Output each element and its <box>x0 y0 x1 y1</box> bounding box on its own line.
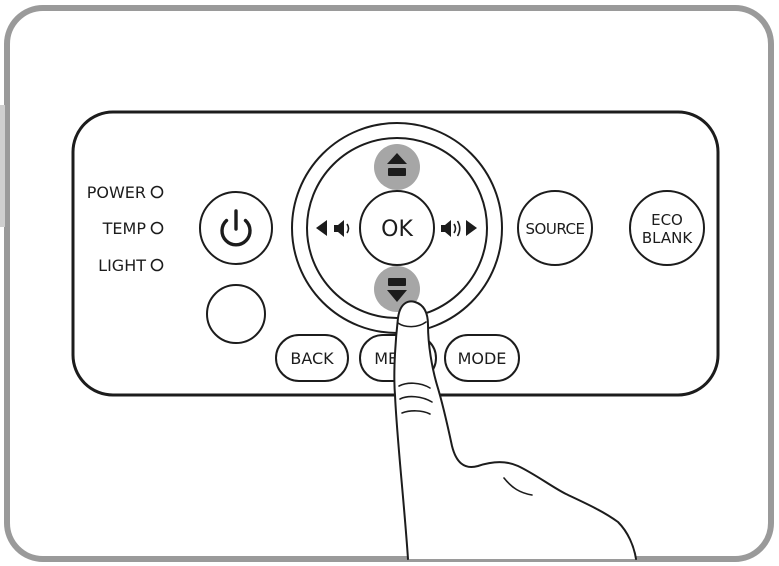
down-bar-icon <box>388 278 406 286</box>
temp-led-icon <box>150 221 164 235</box>
left-volume-down-key[interactable] <box>316 220 350 237</box>
eco-blank-label-line2: BLANK <box>642 229 693 247</box>
up-arrow-key[interactable] <box>374 144 420 190</box>
volume-down-icon <box>334 220 350 237</box>
pointing-finger-icon <box>393 300 637 560</box>
right-volume-up-key[interactable] <box>441 220 477 237</box>
up-bar-icon <box>388 168 406 176</box>
down-arrow-key[interactable] <box>374 266 420 312</box>
volume-up-icon <box>441 220 461 237</box>
ok-button-label: OK <box>381 217 413 242</box>
up-arrow-icon <box>387 153 407 164</box>
right-arrow-icon <box>466 220 477 236</box>
indicator-temp: TEMP <box>102 219 164 238</box>
power-led-icon <box>150 185 164 199</box>
source-button-label: SOURCE <box>526 220 585 238</box>
indicator-label-temp: TEMP <box>102 219 147 238</box>
back-button[interactable]: BACK <box>275 334 349 382</box>
indicator-label-power: POWER <box>87 183 146 202</box>
left-arrow-icon <box>316 220 327 236</box>
power-icon <box>220 209 252 247</box>
mode-button-label: MODE <box>458 349 507 368</box>
ok-button[interactable]: OK <box>359 190 435 266</box>
eco-blank-button[interactable]: ECO BLANK <box>629 190 705 266</box>
indicator-label-light: LIGHT <box>98 256 146 275</box>
mode-button[interactable]: MODE <box>444 334 520 382</box>
power-button[interactable] <box>199 191 273 265</box>
blank-round-button[interactable] <box>206 284 266 344</box>
frame-notch <box>0 105 5 227</box>
back-button-label: BACK <box>290 349 334 368</box>
source-button[interactable]: SOURCE <box>517 190 593 266</box>
down-arrow-icon <box>387 290 407 302</box>
eco-blank-label-line1: ECO <box>651 211 683 229</box>
light-led-icon <box>150 258 164 272</box>
indicator-light: LIGHT <box>98 256 164 275</box>
indicator-power: POWER <box>87 183 164 202</box>
